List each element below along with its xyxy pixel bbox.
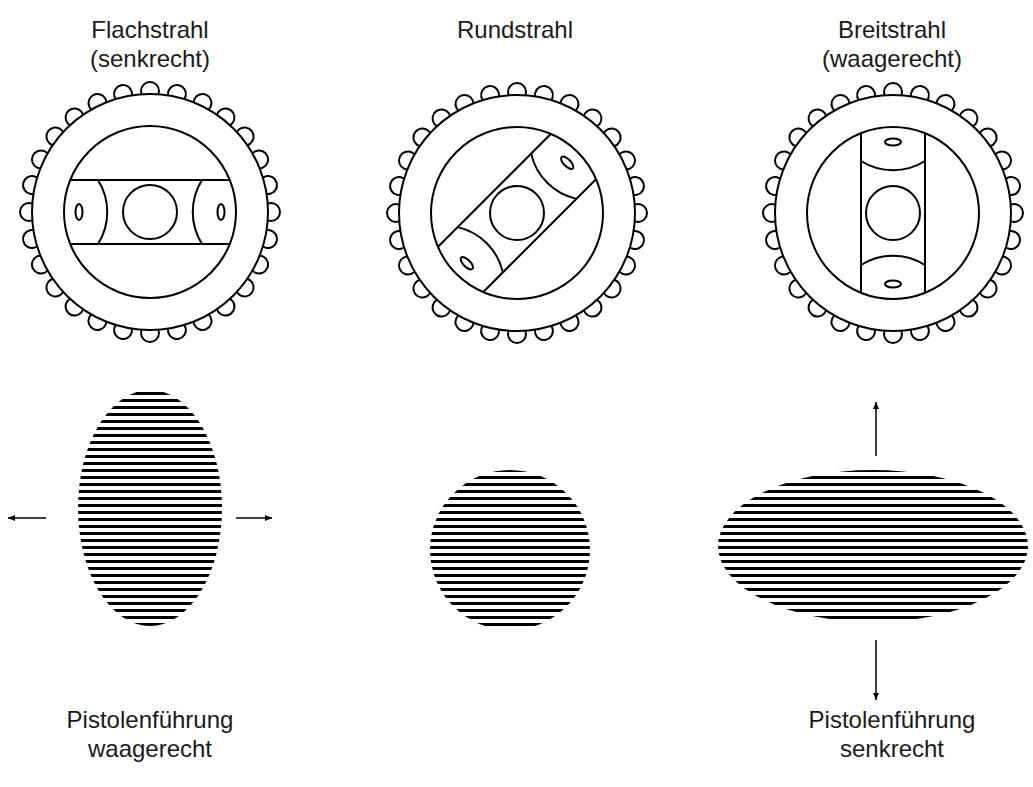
nozzle-title: Breitstrahl (waagerecht) (797, 16, 987, 74)
nozzle-title: Flachstrahl (senkrecht) (55, 16, 245, 74)
gun-direction-note: Pistolenführung waagerecht (35, 706, 265, 764)
nozzle-title: Rundstrahl (420, 16, 610, 45)
gun-direction-note: Pistolenführung senkrecht (777, 706, 1007, 764)
